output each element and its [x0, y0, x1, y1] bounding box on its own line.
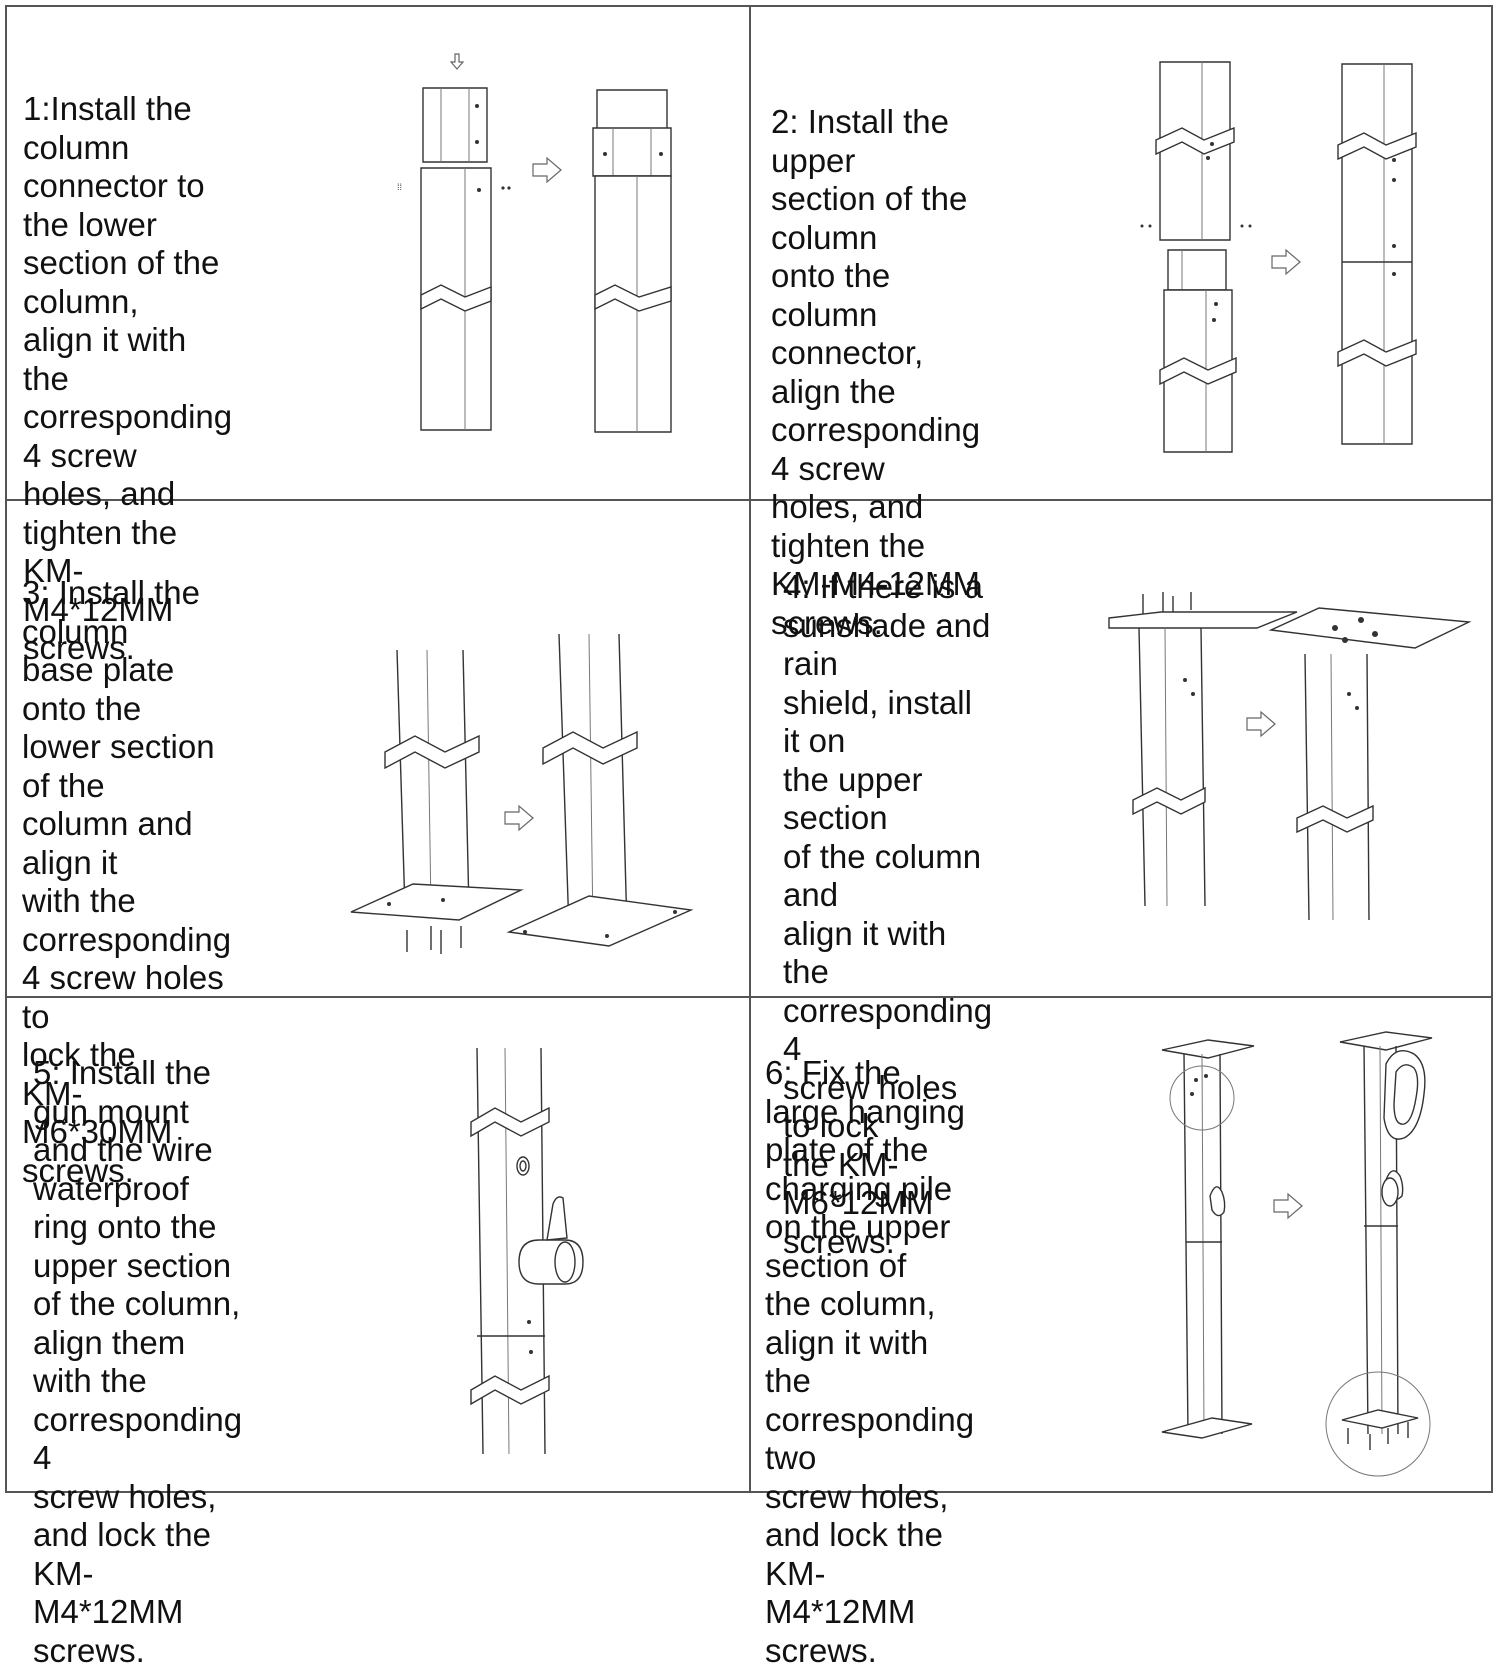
step-2-text: 2: Install the upper section of the colu…: [771, 103, 981, 641]
gun-mount-icon: [465, 1040, 605, 1460]
step-1-text: 1:Install the column connector to the lo…: [23, 90, 233, 666]
rain-shield-icon: [1105, 590, 1475, 925]
step-5-text: 5: Install the gun mount and the wire wa…: [33, 1054, 243, 1669]
column-connector-icon: ⁞⁞: [397, 50, 695, 450]
grid-divider-row-1: [5, 499, 1493, 501]
charger-plate-icon: [1150, 1030, 1450, 1480]
base-plate-icon: [345, 630, 705, 960]
grid-divider-vertical: [749, 5, 751, 1493]
grid-divider-row-2: [5, 996, 1493, 998]
step-6-text: 6: Fix the large hanging plate of the ch…: [765, 1054, 975, 1669]
svg-text:⁞⁞: ⁞⁞: [397, 182, 402, 192]
step-4-text: 4: If there is a sunshade and rain shiel…: [783, 568, 993, 1260]
column-section-icon: [1140, 50, 1460, 470]
step-3-text: 3: Install the column base plate onto th…: [22, 574, 232, 1189]
